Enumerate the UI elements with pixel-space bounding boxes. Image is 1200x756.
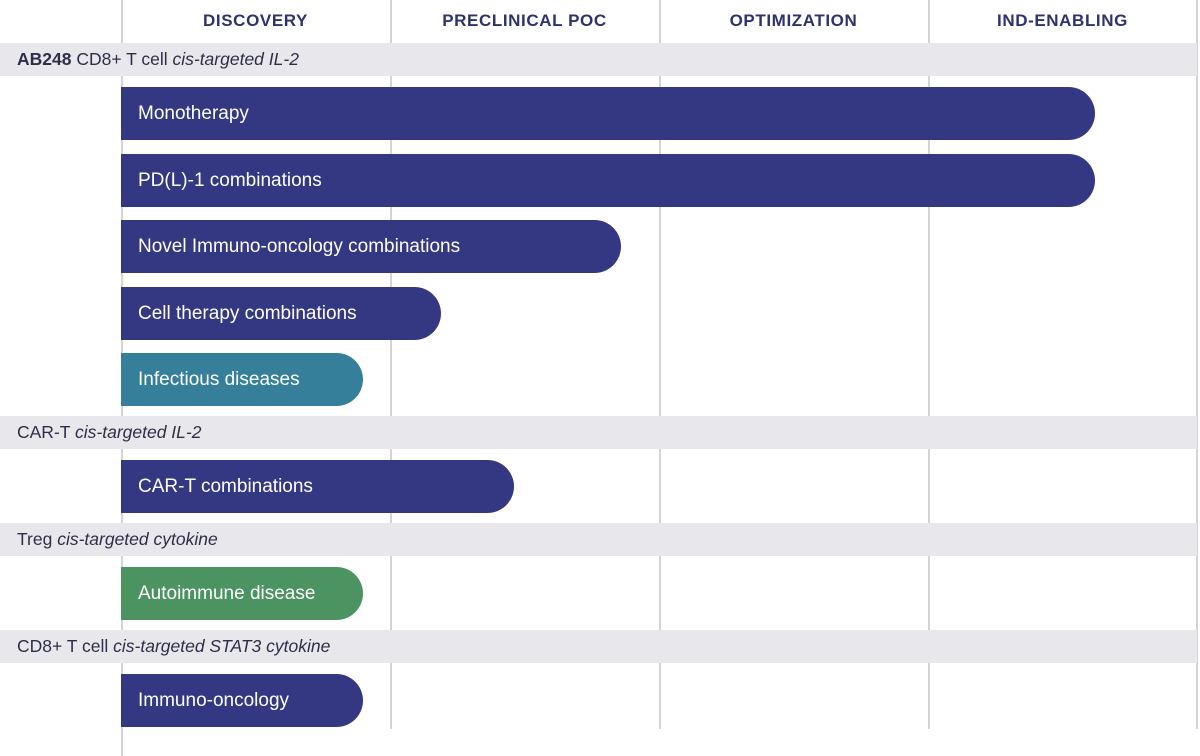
program-bar: PD(L)-1 combinations xyxy=(121,154,1095,207)
program-bar: Infectious diseases xyxy=(121,353,363,406)
group-label-part: CAR-T xyxy=(17,422,76,442)
group-label: CAR-T cis-targeted IL-2 xyxy=(17,416,201,449)
program-bar: Novel Immuno-oncology combinations xyxy=(121,220,621,273)
group-label-part: cis-targeted IL-2 xyxy=(75,422,202,442)
program-bar: Immuno-oncology xyxy=(121,674,363,727)
stage-header-discovery: DISCOVERY xyxy=(203,11,308,30)
group-label: AB248 CD8+ T cell cis-targeted IL-2 xyxy=(17,43,299,76)
group-band xyxy=(0,416,1197,449)
group-label-part: Treg xyxy=(17,529,58,549)
stage-header-optimization: OPTIMIZATION xyxy=(729,11,858,30)
group-label: CD8+ T cell cis-targeted STAT3 cytokine xyxy=(17,630,330,663)
stage-header-preclinical-poc: PRECLINICAL POC xyxy=(442,11,607,30)
group-label-part: CD8+ T cell xyxy=(71,49,173,69)
grid-line xyxy=(659,0,661,729)
group-label-part: AB248 xyxy=(17,49,72,69)
stage-header-ind-enabling: IND-ENABLING xyxy=(997,11,1128,30)
group-band xyxy=(0,630,1197,663)
group-label: Treg cis-targeted cytokine xyxy=(17,523,218,556)
program-bar: CAR-T combinations xyxy=(121,460,514,513)
group-band xyxy=(0,43,1197,76)
program-bar: Monotherapy xyxy=(121,87,1095,140)
grid-line xyxy=(928,0,930,729)
group-band xyxy=(0,523,1197,556)
group-label-part: CD8+ T cell xyxy=(17,636,114,656)
group-label-part: cis-targeted IL-2 xyxy=(172,49,299,69)
program-bar: Cell therapy combinations xyxy=(121,287,441,340)
program-bar: Autoimmune disease xyxy=(121,567,363,620)
grid-line xyxy=(1196,0,1198,729)
group-label-part: cis-targeted cytokine xyxy=(57,529,218,549)
grid-line xyxy=(390,0,392,729)
group-label-part: cis-targeted STAT3 cytokine xyxy=(113,636,331,656)
